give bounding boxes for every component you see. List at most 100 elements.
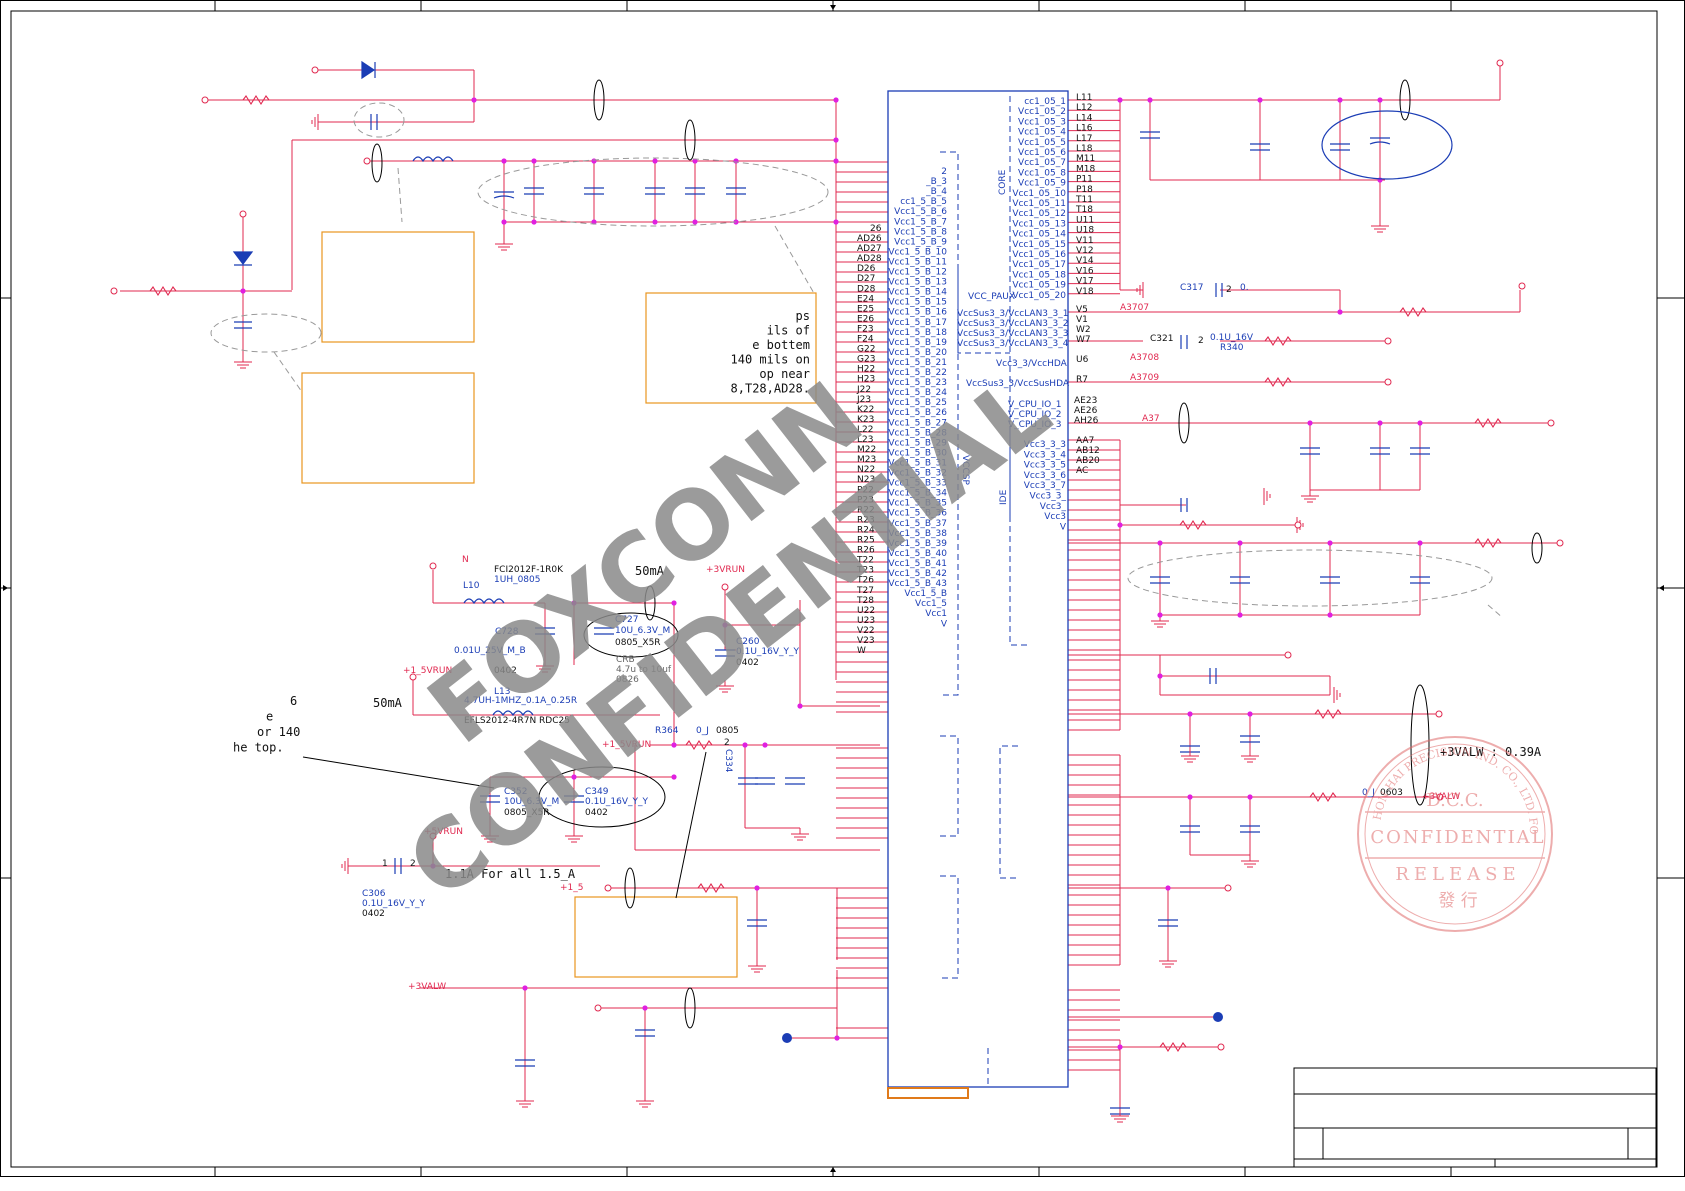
junction-dot	[531, 219, 537, 225]
right-pin-number: L18	[1076, 144, 1093, 154]
left-pin-number: D28	[857, 284, 876, 294]
junction-dot	[501, 158, 507, 164]
left-pin-number: M23	[857, 455, 876, 465]
capacitors	[234, 114, 1430, 1115]
stamp-cjk: 發 行	[1438, 891, 1477, 911]
ground-symbols	[234, 114, 1389, 1123]
sus-pin-3: W2	[1076, 325, 1091, 335]
junction-dot	[1417, 420, 1423, 426]
left-pin-number: AD26	[857, 234, 882, 244]
net-terminals	[110, 59, 1564, 1051]
c349-ref: C349	[585, 787, 609, 797]
left-pin-number: L23	[857, 435, 873, 445]
junction-dot	[471, 97, 477, 103]
junction-dot	[1157, 673, 1163, 679]
right-pin-name: cc1_05_1	[1024, 97, 1066, 107]
net-15vrun: +1_5VRUN	[403, 666, 452, 676]
right-pin-name: Vcc1_05_8	[1018, 168, 1066, 178]
left-pin-number: L22	[857, 425, 873, 435]
stamp-release: RELEASE	[1395, 864, 1520, 885]
section-vccsp: VCCSP	[960, 455, 970, 485]
note-boxes	[301, 231, 817, 978]
junction-dot	[1337, 309, 1343, 315]
junction-dot	[1247, 711, 1253, 717]
net-terminal	[1217, 1043, 1225, 1051]
junction-dot	[571, 600, 577, 606]
junction-dot	[1257, 97, 1263, 103]
c317-ref: C317	[1180, 283, 1203, 293]
right-pin-number: U11	[1076, 215, 1094, 225]
left-pin-name: Vcc1_5_B_38	[888, 529, 947, 539]
center-note-line: ils of	[767, 324, 810, 338]
hda-name: Vcc3_3/VccHDA	[996, 359, 1068, 369]
left-pin-name: Vcc1_5_B_8	[894, 227, 947, 237]
left-pin-name: Vcc1_5_B_25	[888, 398, 947, 408]
right-pin-number: L11	[1076, 93, 1092, 103]
sushda-name: VccSus3_3/VccSusHDA	[966, 379, 1070, 389]
chip-section-labels: CORE VCC_PAUX VCCSP IDE	[960, 169, 1015, 505]
left-pin-name: Vcc1_5_B_27	[888, 418, 947, 428]
right-pin-number: T18	[1075, 205, 1093, 215]
junction-dot	[1337, 97, 1343, 103]
left-pin-number: R26	[857, 546, 875, 556]
junction-dot	[762, 742, 768, 748]
ide-pin-name: Vcc3_3_7	[1024, 481, 1066, 491]
junction-dot	[1187, 794, 1193, 800]
c728-value: 0.01U_25V_M_B	[454, 646, 526, 656]
c306-ref: C306	[362, 889, 386, 899]
blue-callout	[1321, 110, 1453, 180]
a3709-net: A3709	[1130, 373, 1159, 383]
left-pin-number: F24	[857, 335, 874, 345]
junction-dot	[1117, 522, 1123, 528]
junction-dot	[430, 863, 436, 869]
left-pin-name: Vcc1_5_B_36	[888, 509, 947, 519]
r364-pin2: 2	[724, 738, 730, 748]
net-terminal	[1284, 651, 1292, 659]
right-pin-number: V18	[1076, 287, 1094, 297]
ide-pin-2: AB12	[1076, 446, 1100, 456]
net-terminal	[604, 884, 612, 892]
left-pin-name: cc1_5_B_5	[900, 197, 947, 207]
c349-value: 0.1U_16V_Y_Y	[585, 797, 649, 807]
net-terminal	[239, 210, 247, 218]
left-pin-name: Vcc1_5_B_22	[888, 368, 947, 378]
left-pin-number: R23	[857, 515, 875, 525]
left-pin-name: Vcc1_5_B_35	[888, 499, 947, 509]
left-pin-number: V23	[857, 636, 875, 646]
left-pin-number: T22	[856, 556, 874, 566]
left-pin-number: R25	[857, 536, 875, 546]
net-5vrun: +5VRUN	[424, 827, 463, 837]
net-terminal	[429, 562, 437, 570]
ports	[782, 1012, 1223, 1043]
left-pin-name: Vcc1_5_B_43	[888, 579, 947, 589]
note-1p1a: 1.1A For all 1.5_A	[445, 867, 576, 881]
left-pin-name: Vcc1_5_B_32	[888, 469, 947, 479]
left-pin-name: Vcc1_5_B_42	[888, 569, 947, 579]
c352-ref: C352	[504, 787, 527, 797]
zone-arrows	[3, 5, 1664, 1172]
a3708-net: A3708	[1130, 353, 1159, 363]
junction-dot	[692, 219, 698, 225]
junction-dot	[833, 158, 839, 164]
left-pin-name: Vcc1_5_B_26	[888, 408, 947, 418]
right-pin-name: Vcc1_05_17	[1012, 260, 1066, 270]
left-pin-number: T26	[856, 576, 874, 586]
left-pin-number: P23	[857, 495, 874, 505]
left-pin-name: Vcc1_5_B_39	[888, 539, 947, 549]
left-pin-name: _B_3	[925, 177, 947, 187]
note-50ma-top: 50mA	[635, 564, 665, 578]
net-terminal	[1547, 419, 1555, 427]
left-pin-name: Vcc1_5_B_14	[888, 288, 947, 298]
junction-dot	[591, 158, 597, 164]
ide-pin-name: Vcc3_3_	[1029, 492, 1066, 502]
cpu-pin-3: AH26	[1074, 416, 1099, 426]
ide-pin-name: Vcc3_3_4	[1024, 450, 1067, 460]
left-pin-number: N22	[857, 465, 875, 475]
junction-dot	[692, 158, 698, 164]
section-ide: IDE	[999, 489, 1009, 505]
junction-dot	[1157, 540, 1163, 546]
sus-name-3: VccSus3_3/VccLAN3_3_3	[957, 329, 1069, 339]
net-3valw-right: +3VALW	[1422, 792, 1460, 802]
junction-dot	[1147, 97, 1153, 103]
right-pin-number: P11	[1076, 175, 1093, 185]
